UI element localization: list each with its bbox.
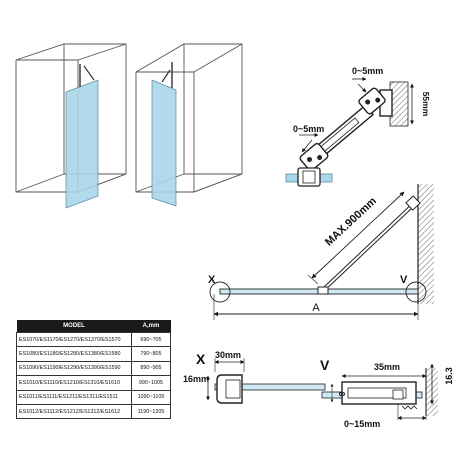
cell-model: ES1010/ES1110/ES1210/ES1310/ES1610 [16, 375, 132, 391]
header-a: A,mm [131, 320, 171, 333]
cell-a: 1090~1105 [131, 389, 171, 405]
table-row: ES1080/ES1180/ES1280/ES1380/ES1580 790~8… [16, 346, 171, 362]
label-gap-bottom: 0~15mm [344, 419, 380, 429]
label-max-width: MAX.900mm [323, 195, 379, 249]
cell-model: ES1070/ES1170/ES1270/ES1370/ES1570 [16, 331, 132, 348]
model-table: MODEL A,mm ES1070/ES1170/ES1270/ES1370/E… [16, 320, 171, 420]
label-a: A [312, 302, 320, 314]
header-model: MODEL [16, 320, 132, 333]
label-width-16: 16mm [183, 374, 209, 384]
label-detail-x: X [196, 351, 206, 367]
table-row: ES1012/ES1112/ES1212/ES1312/ES1612 1190~… [16, 403, 171, 420]
label-gap-top: 0~5mm [352, 66, 383, 76]
label-v: V [400, 274, 408, 286]
label-height-55: 55mm [421, 92, 431, 117]
cell-a: 990~1005 [131, 375, 171, 391]
label-depth-8: 8 [337, 392, 346, 397]
table-row: ES1090/ES1190/ES1290/ES1390/ES1590 890~9… [16, 360, 171, 377]
table-row: ES1011/ES1111/ES1211/ES1311/ES1511 1090~… [16, 389, 171, 405]
bracket-detail [285, 77, 414, 187]
glass-panel-left [65, 64, 99, 209]
label-width-35: 35mm [374, 362, 400, 372]
detail-v-profile [321, 363, 438, 420]
label-width-30: 30mm [215, 350, 241, 360]
detail-x-profile [206, 358, 326, 404]
cell-model: ES1090/ES1190/ES1290/ES1390/ES1590 [16, 360, 132, 377]
table-row: ES1010/ES1110/ES1210/ES1310/ES1610 990~1… [16, 375, 171, 391]
label-x: X [208, 274, 216, 286]
glass-panel-right [151, 62, 177, 207]
plan-view [209, 184, 434, 320]
label-height-16-3: 16.3 [444, 367, 454, 385]
cell-a: 1190~1205 [131, 403, 171, 420]
model-table-header: MODEL A,mm [16, 320, 171, 333]
cell-model: ES1011/ES1111/ES1211/ES1311/ES1511 [16, 389, 132, 405]
cell-a: 790~805 [131, 346, 171, 362]
label-gap-mid: 0~5mm [293, 124, 324, 134]
cell-a: 890~905 [131, 360, 171, 377]
table-row: ES1070/ES1170/ES1270/ES1370/ES1570 690~7… [16, 331, 171, 348]
cell-model: ES1080/ES1180/ES1280/ES1380/ES1580 [16, 346, 132, 362]
cell-model: ES1012/ES1112/ES1212/ES1312/ES1612 [16, 403, 132, 420]
cell-a: 690~705 [131, 331, 171, 348]
label-detail-v: V [320, 357, 330, 373]
